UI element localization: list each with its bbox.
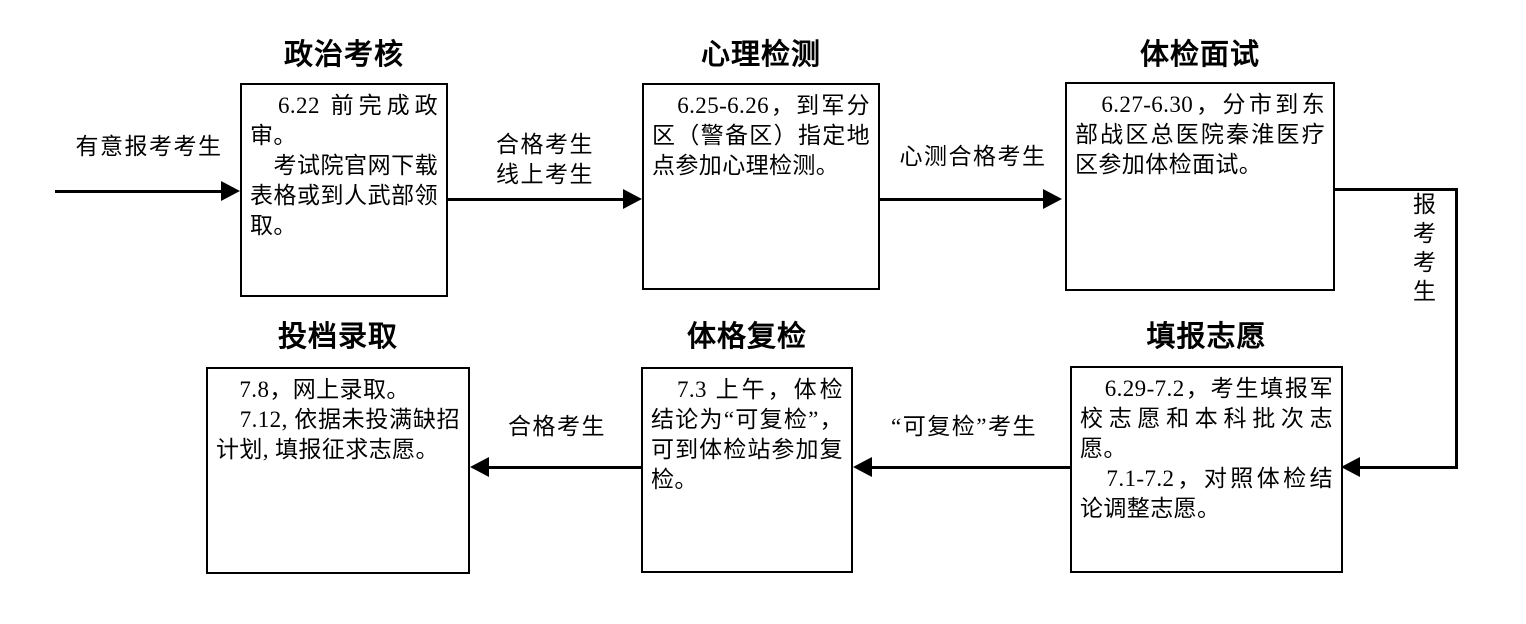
edge-label-qualified-line1: 合格考生 xyxy=(496,132,594,157)
edge-label-psych-qualified: 心测合格考生 xyxy=(899,144,1047,169)
edge-label-recheckable: “可复检”考生 xyxy=(891,414,1037,439)
node-box-admission[interactable]: 7.8，网上录取。 7.12, 依据未投满缺招计划, 填报征求志愿。 xyxy=(206,367,470,574)
node-body-admission: 7.8，网上录取。 7.12, 依据未投满缺招计划, 填报征求志愿。 xyxy=(216,377,460,462)
node-body-psych-test: 6.25-6.26，到军分区（警备区）指定地点参加心理检测。 xyxy=(652,93,870,178)
node-box-psych-test[interactable]: 6.25-6.26，到军分区（警备区）指定地点参加心理检测。 xyxy=(642,83,880,290)
edge-line-psych-to-physical xyxy=(880,198,1045,201)
edge-line-political-to-psych xyxy=(448,198,625,201)
entry-arrow-line xyxy=(55,190,223,193)
node-title-fill-aspiration: 填报志愿 xyxy=(1146,319,1267,353)
wrap-edge-top-segment xyxy=(1335,188,1458,191)
edge-arrow-psych-to-physical xyxy=(1043,189,1062,209)
edge-label-qualified-bottom: 合格考生 xyxy=(508,414,606,439)
edge-label-apply-candidates: 报考考生 xyxy=(1409,192,1435,308)
node-title-physical-recheck: 体格复检 xyxy=(686,319,807,353)
entry-arrow-head xyxy=(221,181,240,201)
node-title-physical-interview: 体检面试 xyxy=(1139,37,1260,71)
node-box-fill-aspiration[interactable]: 6.29-7.2，考生填报军校志愿和本科批次志愿。 7.1-7.2，对照体检结论… xyxy=(1070,366,1343,573)
edge-arrow-recheck-to-admission xyxy=(470,457,489,477)
wrap-edge-arrow-head xyxy=(1341,457,1360,477)
node-body-political-review: 6.22 前完成政审。 考试院官网下载表格或到人武部领取。 xyxy=(250,93,438,238)
node-box-physical-recheck[interactable]: 7.3 上午，体检结论为“可复检”，可到体检站参加复检。 xyxy=(641,367,853,573)
node-body-physical-recheck: 7.3 上午，体检结论为“可复检”，可到体检站参加复检。 xyxy=(651,377,843,492)
node-title-admission: 投档录取 xyxy=(277,319,398,353)
edge-arrow-aspiration-to-recheck xyxy=(853,457,872,477)
node-title-psych-test: 心理检测 xyxy=(700,37,821,71)
node-body-physical-interview: 6.27-6.30，分市到东部战区总医院秦淮医疗区参加体检面试。 xyxy=(1075,92,1325,177)
node-title-political-review: 政治考核 xyxy=(283,37,404,71)
node-box-physical-interview[interactable]: 6.27-6.30，分市到东部战区总医院秦淮医疗区参加体检面试。 xyxy=(1065,82,1335,291)
wrap-edge-bottom-segment xyxy=(1360,466,1458,469)
node-body-fill-aspiration: 6.29-7.2，考生填报军校志愿和本科批次志愿。 7.1-7.2，对照体检结论… xyxy=(1080,376,1333,521)
wrap-edge-vertical-segment xyxy=(1455,188,1458,468)
edge-label-entry: 有意报考考生 xyxy=(75,134,223,159)
edge-line-aspiration-to-recheck xyxy=(872,466,1070,469)
edge-arrow-political-to-psych xyxy=(623,189,642,209)
node-box-political-review[interactable]: 6.22 前完成政审。 考试院官网下载表格或到人武部领取。 xyxy=(240,83,448,297)
edge-label-qualified-line2: 线上考生 xyxy=(496,162,594,187)
edge-line-recheck-to-admission xyxy=(489,466,641,469)
